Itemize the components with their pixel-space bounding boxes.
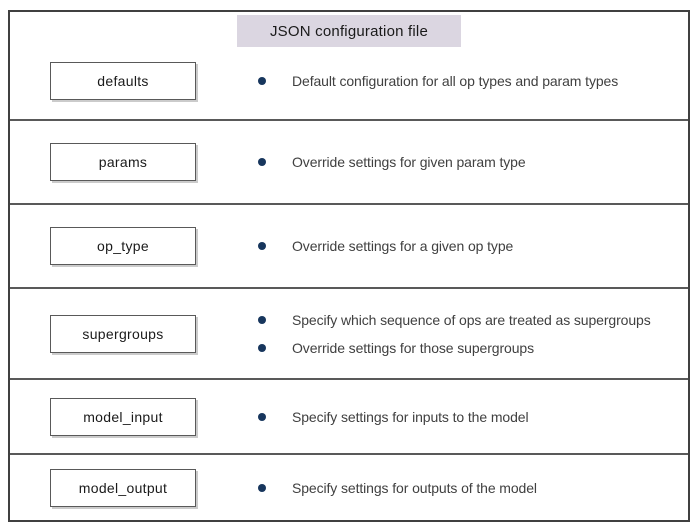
bullet-dot-icon xyxy=(258,242,266,250)
bullet-text: Specify settings for outputs of the mode… xyxy=(292,479,537,496)
label-box-defaults: defaults xyxy=(50,62,196,100)
bullet-list-supergroups: Specify which sequence of ops are treate… xyxy=(258,311,688,357)
label-box-op-type: op_type xyxy=(50,227,196,265)
bullet-list-model-input: Specify settings for inputs to the model xyxy=(258,408,688,426)
bullet-item: Override settings for given param type xyxy=(258,153,688,171)
diagram-title-wrap: JSON configuration file xyxy=(10,15,688,47)
bullet-text: Specify settings for inputs to the model xyxy=(292,408,529,425)
label-box-params: params xyxy=(50,143,196,181)
section-row-defaults: JSON configuration file defaults Default… xyxy=(10,12,688,119)
bullet-dot-icon xyxy=(258,158,266,166)
section-row-params: params Override settings for given param… xyxy=(10,119,688,203)
bullet-text: Override settings for given param type xyxy=(292,154,526,170)
bullet-text: Specify which sequence of ops are treate… xyxy=(292,311,651,328)
section-row-supergroups: supergroups Specify which sequence of op… xyxy=(10,287,688,378)
bullet-dot-icon xyxy=(258,315,266,324)
bullet-list-defaults: Default configuration for all op types a… xyxy=(258,72,688,90)
section-row-model-output: model_output Specify settings for output… xyxy=(10,453,688,520)
bullet-text: Default configuration for all op types a… xyxy=(292,73,619,89)
bullet-list-model-output: Specify settings for outputs of the mode… xyxy=(258,479,688,497)
label-box-model-output: model_output xyxy=(50,468,196,507)
defaults-content: defaults Default configuration for all o… xyxy=(10,62,688,100)
label-box-model-input: model_input xyxy=(50,397,196,436)
diagram-title: JSON configuration file xyxy=(237,15,461,47)
bullet-item: Specify settings for inputs to the model xyxy=(258,408,688,426)
bullet-item: Default configuration for all op types a… xyxy=(258,72,688,90)
bullet-item: Specify which sequence of ops are treate… xyxy=(258,311,688,329)
bullet-text: Override settings for those supergroups xyxy=(292,339,535,356)
bullet-dot-icon xyxy=(258,343,266,352)
bullet-dot-icon xyxy=(258,412,266,421)
bullet-dot-icon xyxy=(258,77,266,85)
bullet-list-op-type: Override settings for a given op type xyxy=(258,237,688,255)
bullet-item: Specify settings for outputs of the mode… xyxy=(258,479,688,497)
section-row-model-input: model_input Specify settings for inputs … xyxy=(10,378,688,453)
bullet-item: Override settings for those supergroups xyxy=(258,339,688,357)
diagram-outer-frame: JSON configuration file defaults Default… xyxy=(8,10,690,522)
bullet-dot-icon xyxy=(258,483,266,492)
label-box-supergroups: supergroups xyxy=(50,314,196,353)
section-row-op-type: op_type Override settings for a given op… xyxy=(10,203,688,287)
bullet-item: Override settings for a given op type xyxy=(258,237,688,255)
bullet-list-params: Override settings for given param type xyxy=(258,153,688,171)
bullet-text: Override settings for a given op type xyxy=(292,238,514,254)
